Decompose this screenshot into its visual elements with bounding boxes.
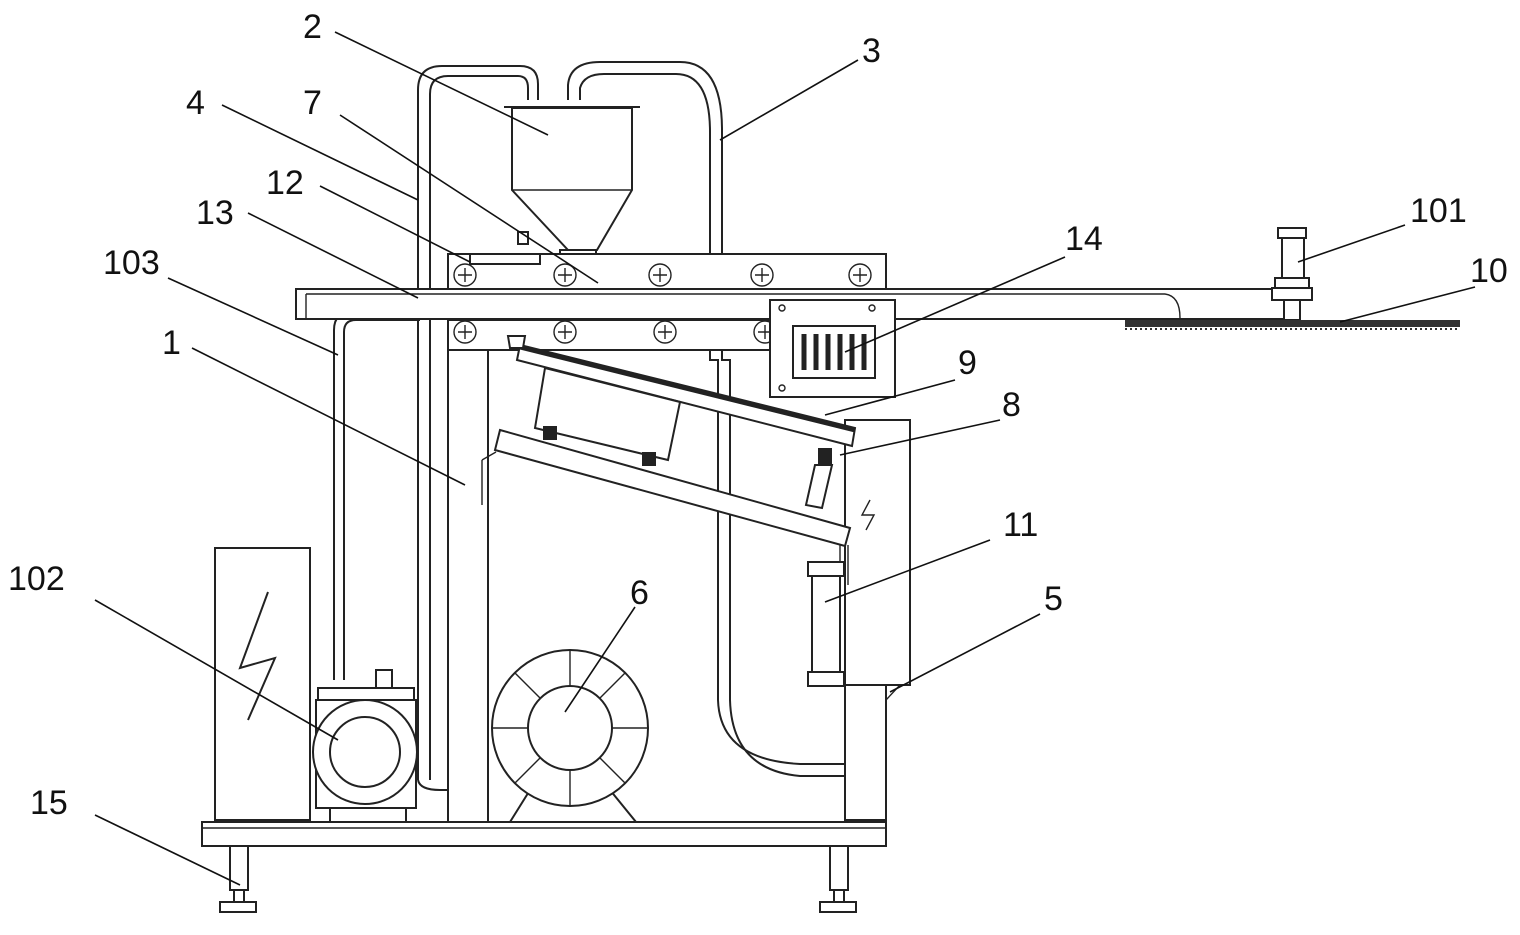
label-9: 9 [958, 344, 977, 382]
support-column-1 [448, 350, 488, 822]
hopper-2 [504, 107, 640, 278]
electrical-cabinet [215, 548, 310, 820]
cylinder-11 [808, 545, 848, 686]
label-1: 1 [162, 324, 181, 362]
label-2: 2 [303, 8, 322, 46]
label-11: 11 [1003, 506, 1038, 544]
label-102: 102 [8, 560, 65, 598]
conveyor-lower-plate [448, 320, 776, 350]
label-10: 10 [1470, 252, 1508, 290]
label-103: 103 [103, 244, 160, 282]
label-13: 13 [196, 194, 234, 232]
label-101: 101 [1410, 192, 1467, 230]
label-4: 4 [186, 84, 205, 122]
label-12: 12 [266, 164, 304, 202]
label-15: 15 [30, 784, 68, 822]
label-7: 7 [303, 84, 322, 122]
fan-6 [492, 650, 648, 822]
label-14: 14 [1065, 220, 1103, 258]
label-6: 6 [630, 574, 649, 612]
label-8: 8 [1002, 386, 1021, 424]
pipe-103 [334, 312, 420, 680]
label-3: 3 [862, 32, 881, 70]
pump-102 [313, 670, 417, 822]
side-panel-5 [845, 420, 910, 820]
base-frame-15 [202, 822, 886, 912]
brush-plate-10 [1125, 320, 1460, 329]
control-box-14 [770, 300, 895, 397]
label-5: 5 [1044, 580, 1063, 618]
conveyor-upper-plate [448, 254, 886, 290]
